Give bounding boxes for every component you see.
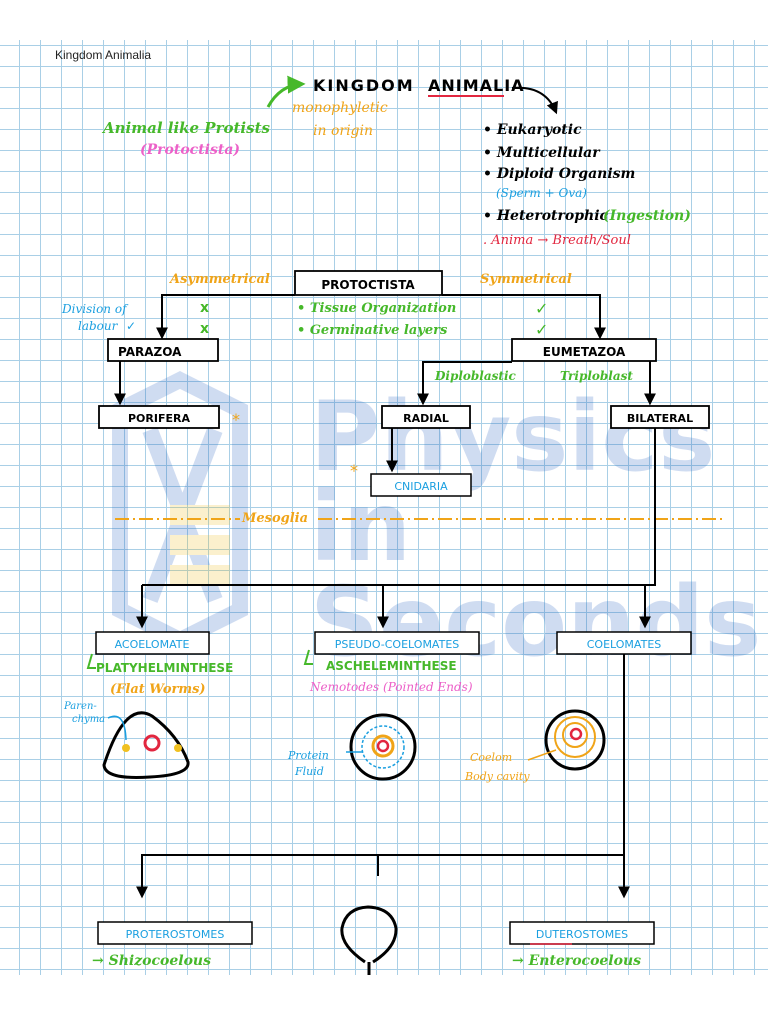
- radial-box: [381, 405, 471, 429]
- cross-tissue: x: [200, 300, 209, 316]
- flat-worms-label: (Flat Worms): [110, 682, 206, 697]
- division-of: Division of: [61, 302, 129, 316]
- porifera-star: *: [232, 410, 240, 429]
- germinative-layers: • Germinative layers: [297, 323, 448, 338]
- trait-multicellular: • Multicellular: [483, 145, 601, 161]
- labour: labour: [78, 319, 119, 333]
- eumetazoa-label: EUMETAZOA: [543, 345, 626, 359]
- blastopore-sketch-icon: [340, 905, 398, 975]
- protein-label-2: Fluid: [294, 765, 324, 778]
- in-origin: in origin: [313, 123, 373, 139]
- duterostomes-label: DUTEROSTOMES: [536, 928, 628, 941]
- trait-sperm-ova: (Sperm + Ova): [496, 186, 587, 200]
- monophyletic: monophyletic: [292, 100, 388, 116]
- coelomate-cross-section-icon: [544, 709, 606, 771]
- protein-label-1: Protein: [287, 749, 329, 762]
- aschel-label: ASCHELEMINTHESE: [326, 659, 457, 673]
- proterostomes-branch-line: [136, 854, 624, 899]
- animal-like-protists: Animal like Protists: [101, 119, 270, 137]
- bilateral-label: BILATERAL: [627, 412, 693, 425]
- eumetazoa-box: [511, 338, 657, 362]
- page-header: Kingdom Animalia: [55, 48, 152, 62]
- mesoglia-label: Mesoglia: [241, 511, 308, 526]
- trait-diploid: • Diploid Organism: [483, 166, 635, 182]
- traits-arrow: [511, 86, 558, 115]
- acoelomate-label: ACOELOMATE: [115, 638, 190, 651]
- pseudocoelomate-cross-section-icon: [349, 713, 417, 781]
- green-arrow: [266, 75, 306, 108]
- trait-anima: . Anima → Breath/Soul: [483, 233, 631, 248]
- parenchyma-pointer: [107, 715, 127, 741]
- trait-eukaryotic: • Eukaryotic: [483, 122, 582, 138]
- nemotodes-label: Nemotodes (Pointed Ends): [309, 680, 473, 694]
- cross-germinative: x: [200, 321, 209, 337]
- eumetazoa-radial-line: [417, 361, 512, 406]
- protoctista-box: [294, 270, 443, 296]
- labour-check: ✓: [126, 319, 136, 333]
- pseudo-label: PSEUDO-COELOMATES: [335, 638, 460, 651]
- protoctista-paren: (Protoctista): [140, 142, 240, 158]
- check-tissue: ✓: [535, 299, 548, 318]
- check-germinative: ✓: [535, 320, 548, 339]
- acoelomate-cross-section-icon: [102, 711, 190, 779]
- cnidaria-box: [370, 473, 472, 497]
- coelomates-label: COELOMATES: [587, 638, 662, 651]
- duterostomes-box: [509, 921, 655, 945]
- left-branch-line: [156, 294, 295, 340]
- parenchyma-label-2: chyma: [72, 714, 105, 725]
- parenchyma-label-1: Paren-: [63, 701, 97, 712]
- parazoa-box: [107, 338, 219, 362]
- parazoa-label: PARAZOA: [118, 345, 182, 359]
- trait-heterotrophic: • Heterotrophic: [483, 208, 609, 224]
- protoctista-label: PROTOCTISTA: [321, 278, 415, 292]
- coelom-label-1: Coelom: [470, 751, 512, 764]
- asymmetrical-label: Asymmetrical: [168, 272, 270, 287]
- tissue-organization: • Tissue Organization: [297, 301, 456, 316]
- acoelomate-box: [95, 631, 210, 655]
- radial-label: RADIAL: [403, 412, 449, 425]
- trait-ingestion: (Ingestion): [603, 208, 691, 224]
- enterocoelous-label: → Enterocoelous: [512, 953, 641, 969]
- title-kingdom: KINGDOM: [313, 76, 415, 95]
- coelom-pointer: [527, 749, 557, 761]
- diploblastic-label: Diploblastic: [434, 369, 517, 383]
- symmetrical-label: Symmetrical: [480, 272, 572, 287]
- aschel-arrow: [303, 649, 313, 665]
- bilateral-down-line: [142, 428, 656, 586]
- shizocoelous-label: → Shizocoelous: [92, 953, 211, 969]
- platy-label: PLATYHELMINTHESE: [96, 661, 233, 675]
- coelom-label-2: Body cavity: [464, 770, 530, 783]
- title-animalia: ANIMALIA: [428, 76, 525, 95]
- proterostomes-label: PROTEROSTOMES: [126, 928, 225, 941]
- platy-arrow: [86, 653, 96, 669]
- right-branch-line: [442, 294, 606, 340]
- grid-background: [0, 40, 768, 975]
- cnidaria-star: *: [350, 461, 358, 480]
- triploblast-label: Triploblast: [560, 369, 633, 383]
- bilateral-box: [610, 405, 710, 429]
- porifera-box: [98, 405, 220, 429]
- pseudo-box: [314, 631, 480, 655]
- proterostomes-box: [97, 921, 253, 945]
- traits-list: • Eukaryotic • Multicellular • Diploid O…: [483, 122, 691, 248]
- porifera-label: PORIFERA: [128, 412, 190, 425]
- cnidaria-label: CNIDARIA: [394, 480, 448, 493]
